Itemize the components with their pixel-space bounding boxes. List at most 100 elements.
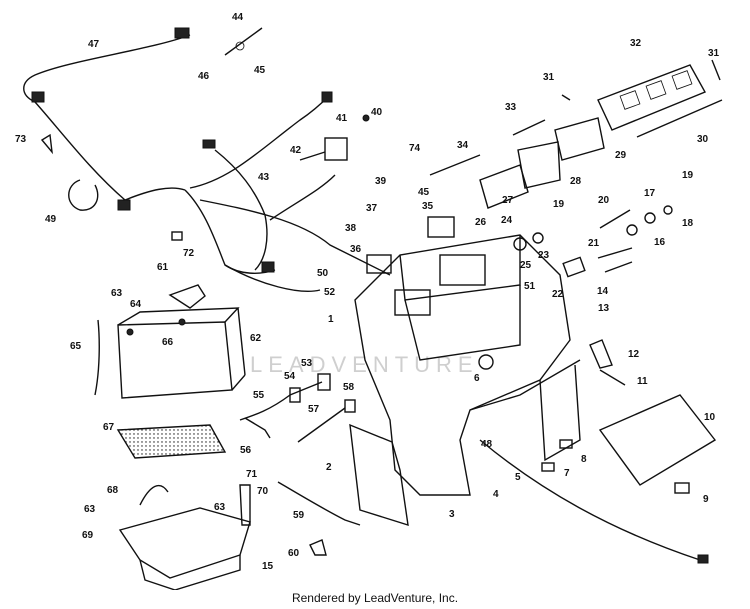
part-label: 24	[501, 215, 513, 226]
part-label: 12	[628, 349, 640, 360]
part-label: 5	[515, 472, 521, 483]
console-body	[354, 234, 581, 496]
part-label: 17	[644, 188, 656, 199]
part-label: 3	[449, 509, 455, 520]
part-label: 40	[371, 107, 383, 118]
part-label: 18	[682, 218, 694, 229]
part-label: 15	[262, 561, 274, 572]
part-label: 38	[345, 223, 357, 234]
part-label: 10	[704, 412, 716, 423]
part-12	[589, 339, 613, 369]
part-label: 54	[284, 371, 296, 382]
bulb-33	[512, 119, 546, 136]
gauge-bezel	[597, 64, 706, 131]
part-label: 47	[88, 39, 100, 50]
part-label: 13	[598, 303, 610, 314]
part-label: 1	[328, 314, 334, 325]
part-label: 33	[505, 102, 517, 113]
part-label: 39	[375, 176, 387, 187]
part-label: 23	[538, 250, 550, 261]
instrument-cluster	[479, 117, 605, 209]
watermark-text: LEADVENTURE	[250, 352, 479, 377]
part-label: 71	[246, 469, 258, 480]
part-label: 27	[502, 195, 514, 206]
clip-60	[309, 539, 327, 556]
wiring-harness	[23, 27, 391, 292]
side-panel	[349, 423, 409, 526]
part-label: 60	[288, 548, 300, 559]
part-label: 73	[15, 134, 27, 145]
part-label: 63	[214, 502, 226, 513]
part-label: 55	[253, 390, 265, 401]
part-label: 20	[598, 195, 610, 206]
part-label: 36	[350, 244, 362, 255]
wire-clip-73	[40, 133, 53, 155]
footer-credit: Rendered by LeadVenture, Inc.	[291, 591, 459, 605]
pad-8	[559, 439, 573, 449]
part-label: 19	[682, 170, 694, 181]
part-label: 51	[524, 281, 536, 292]
part-label: 42	[290, 145, 302, 156]
part-label: 6	[474, 373, 480, 384]
bracket-71	[239, 484, 251, 526]
part-label: 49	[45, 214, 57, 225]
part-label: 4	[493, 489, 499, 500]
part-label: 52	[324, 287, 336, 298]
cable-34	[429, 154, 481, 176]
part-11	[599, 369, 626, 386]
part-label: 7	[564, 468, 570, 479]
pad-7	[541, 462, 555, 472]
part-label: 16	[654, 237, 666, 248]
part-label: 59	[293, 510, 305, 521]
pad-9	[674, 482, 690, 494]
part-label: 9	[703, 494, 709, 505]
part-label: 50	[317, 268, 329, 279]
part-label: 34	[457, 140, 469, 151]
part-label: 14	[597, 286, 609, 297]
gauge-35	[427, 216, 455, 238]
part-label: 28	[570, 176, 582, 187]
part-label: 45	[254, 65, 266, 76]
part-label: 45	[418, 187, 430, 198]
part-label: 26	[475, 217, 487, 228]
part-label: 30	[697, 134, 709, 145]
part-label: 46	[198, 71, 210, 82]
part-label: 43	[258, 172, 270, 183]
relay-box	[299, 114, 370, 161]
part-label: 66	[162, 337, 174, 348]
ring-clamp	[68, 179, 99, 211]
battery-tray	[118, 484, 251, 590]
part-label: 31	[543, 72, 555, 83]
part-label: 56	[240, 445, 252, 456]
part-label: 22	[552, 289, 564, 300]
switch-58	[344, 399, 356, 413]
cable-end	[697, 554, 709, 564]
part-label: 53	[301, 358, 313, 369]
part-label: 63	[84, 504, 96, 515]
part-label: 57	[308, 404, 320, 415]
part-label: 61	[157, 262, 169, 273]
part-label: 70	[257, 486, 269, 497]
switch-group	[513, 205, 673, 278]
terminal-cover	[168, 284, 206, 309]
battery-pad	[116, 424, 227, 459]
battery	[94, 307, 246, 399]
part-label: 19	[553, 199, 565, 210]
part-label: 21	[588, 238, 600, 249]
part-label: 48	[481, 439, 493, 450]
small-harness	[239, 373, 331, 439]
long-cable	[479, 439, 701, 561]
part-label: 8	[581, 454, 587, 465]
parts-diagram: LEADVENTURE	[15, 12, 723, 590]
pin-31	[711, 59, 721, 81]
part-label: 74	[409, 143, 421, 154]
wire-clip	[224, 27, 263, 56]
rod-30	[636, 99, 723, 138]
part-label: 68	[107, 485, 119, 496]
part-label: 63	[111, 288, 123, 299]
part-72	[171, 231, 183, 241]
part-label: 25	[520, 260, 532, 271]
part-label: 41	[336, 113, 348, 124]
gauge-36	[366, 254, 392, 274]
part-label: 65	[70, 341, 82, 352]
